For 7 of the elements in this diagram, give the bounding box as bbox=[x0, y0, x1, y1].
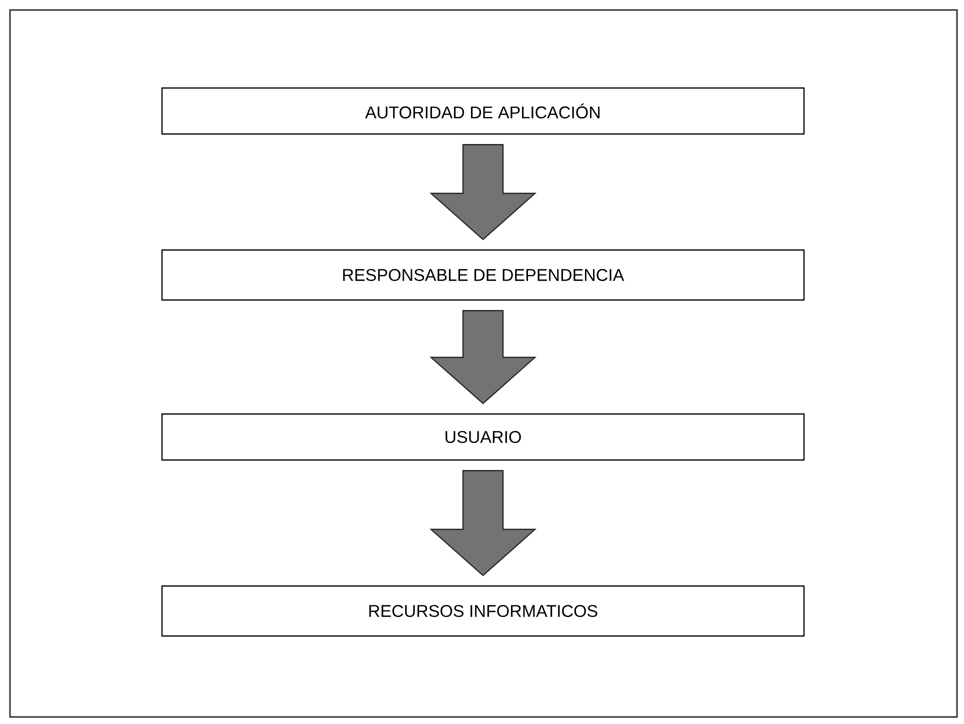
process-box: USUARIO bbox=[161, 413, 805, 461]
process-box: RECURSOS INFORMATICOS bbox=[161, 585, 805, 637]
block-arrow bbox=[429, 470, 537, 576]
process-box: RESPONSABLE DE DEPENDENCIA bbox=[161, 249, 805, 301]
process-box: AUTORIDAD DE APLICACIÓN bbox=[161, 87, 805, 135]
block-arrow bbox=[429, 144, 537, 240]
block-arrow bbox=[429, 310, 537, 404]
